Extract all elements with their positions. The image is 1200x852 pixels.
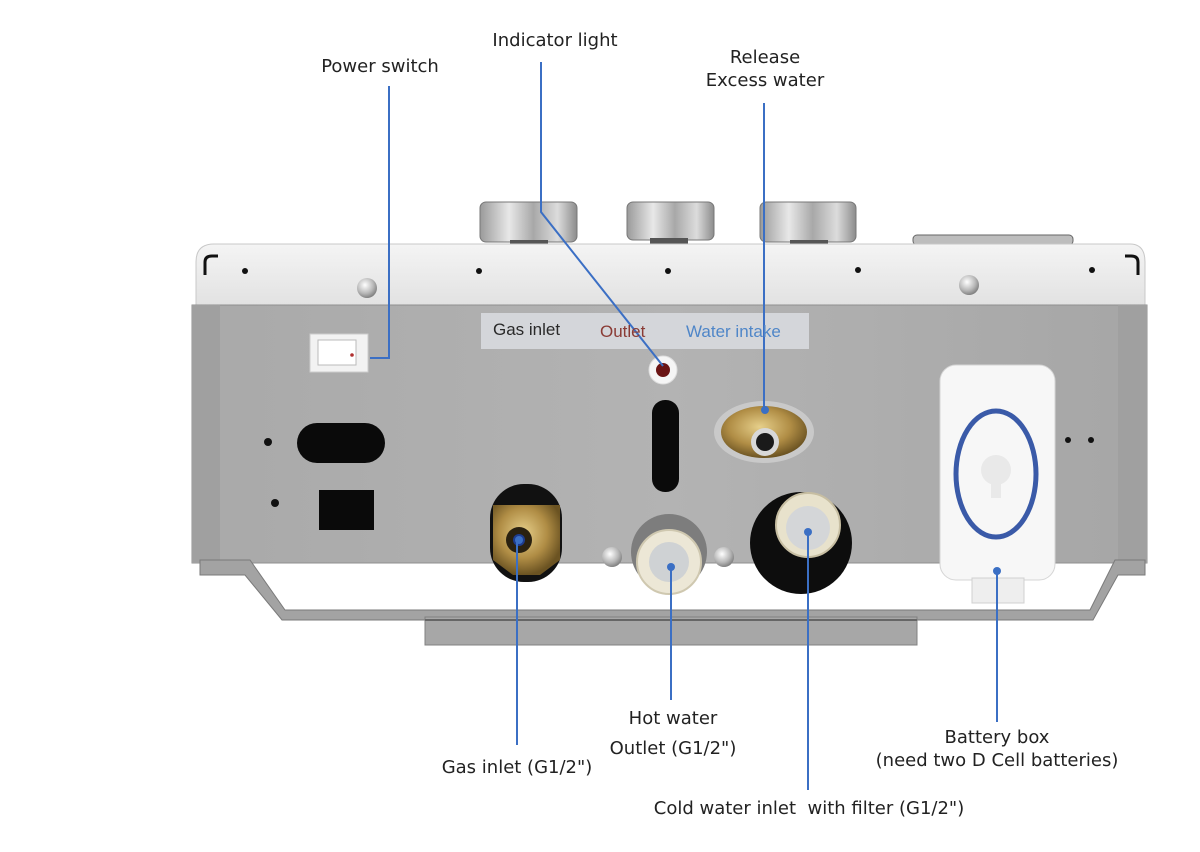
top-bracket xyxy=(195,243,1146,306)
screw xyxy=(602,547,622,567)
callout-text-line2: (need two D Cell batteries) xyxy=(875,750,1119,771)
panel-label-water-intake: Water intake xyxy=(686,322,781,341)
callout-text-line2: Excess water xyxy=(705,70,825,91)
battery-cover-latch-highlight xyxy=(953,408,1039,540)
leader-lines xyxy=(370,62,998,790)
panel-label-outlet: Outlet xyxy=(600,322,646,341)
callout-release-excess-water: Release Excess water xyxy=(706,46,824,92)
leader-power-switch xyxy=(370,86,390,359)
callout-text-line1: Battery box xyxy=(944,727,1050,748)
vertical-slot xyxy=(652,400,679,492)
callout-text: Cold water inlet with filter (G1/2") xyxy=(653,798,965,819)
callout-hot-water-outlet: Hot water Outlet (G1/2") xyxy=(610,704,737,764)
knob-right xyxy=(759,201,857,243)
oval-vent xyxy=(297,423,385,463)
callout-text-line1: Hot water xyxy=(628,708,718,729)
callout-cold-water-inlet: Cold water inlet with filter (G1/2") xyxy=(654,797,964,820)
callout-text: Power switch xyxy=(321,56,439,77)
screw xyxy=(714,547,734,567)
callout-text: Gas inlet (G1/2") xyxy=(441,757,593,778)
callout-text: Indicator light xyxy=(492,30,618,51)
knob-center xyxy=(626,201,715,241)
callout-text-line1: Release xyxy=(729,47,801,68)
top-knobs xyxy=(479,201,1074,246)
callout-gas-inlet: Gas inlet (G1/2") xyxy=(442,756,593,779)
callout-text-line2: Outlet (G1/2") xyxy=(609,738,737,759)
square-vent xyxy=(319,490,374,530)
screw-top-left xyxy=(357,278,377,298)
panel-label-gas-inlet: Gas inlet xyxy=(493,320,560,339)
battery-box[interactable] xyxy=(939,364,1094,604)
knob-left xyxy=(479,201,578,243)
leader-dots xyxy=(515,406,1001,575)
left-features xyxy=(264,333,385,530)
callout-indicator-light: Indicator light xyxy=(492,29,617,52)
leader-indicator-light xyxy=(540,62,664,367)
callout-power-switch: Power switch xyxy=(321,55,439,78)
callout-battery-box: Battery box (need two D Cell batteries) xyxy=(876,726,1119,772)
center-features xyxy=(490,355,852,595)
screw-top-right xyxy=(959,275,979,295)
